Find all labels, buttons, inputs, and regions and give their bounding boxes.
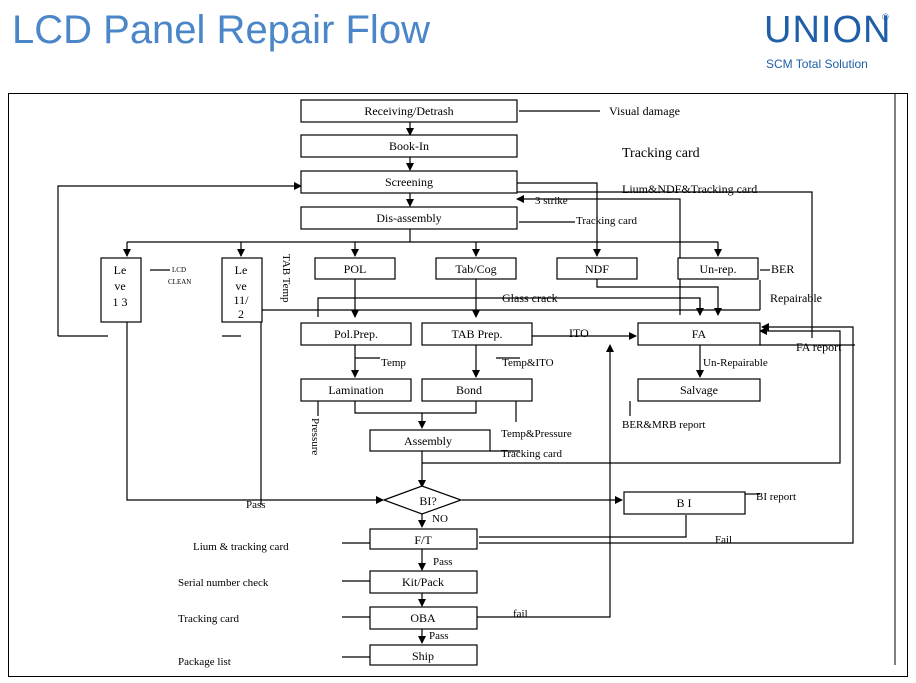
fa-box [637, 322, 761, 346]
tab-prep-box [421, 322, 533, 346]
kit-pack-label: Kit/Pack [402, 575, 444, 589]
ft-label: F/T [414, 533, 432, 547]
company-logo: UNION ® SCM Total Solution [764, 10, 894, 76]
level13-label-1: Le [114, 263, 127, 277]
ship-box [369, 644, 478, 666]
level112-label-2: ve [235, 279, 246, 293]
temp-ito-label: Temp&ITO [502, 357, 554, 369]
fail-label-1: Fail [715, 534, 732, 546]
three-strike-label: 3 strike [535, 195, 568, 207]
level112-label-1: Le [235, 263, 248, 277]
receiving-box [300, 99, 518, 123]
level13-box [100, 257, 142, 323]
registered-mark-icon: ® [882, 12, 889, 22]
visual-damage-label: Visual damage [609, 104, 680, 118]
oba-label: OBA [410, 611, 436, 625]
ito-label: ITO [569, 326, 589, 340]
logo-wordmark: UNION [764, 9, 892, 51]
repairable-label: Repairable [770, 291, 822, 305]
screening-box [300, 170, 518, 194]
screening-label: Screening [385, 175, 433, 189]
logo-subtitle: SCM Total Solution [766, 57, 868, 71]
level112-label-3: 11/ [234, 293, 250, 307]
salvage-label: Salvage [680, 383, 718, 397]
bi-report-label: BI report [756, 491, 796, 503]
lamination-label: Lamination [328, 383, 383, 397]
tracking-card-label-1: Tracking card [622, 146, 700, 161]
lcd-label: LCD [172, 266, 186, 274]
ber-label: BER [771, 262, 794, 276]
process-boxes [100, 99, 761, 666]
lium-tracking-label: Lium & tracking card [193, 541, 289, 553]
lium-ndf-label: Lium&NDF&Tracking card [622, 182, 757, 196]
pol-label: POL [344, 262, 367, 276]
assembly-label: Assembly [404, 434, 452, 448]
salvage-box [637, 378, 761, 402]
glass-crack-label: Glass crack [502, 291, 558, 305]
receiving-label: Receiving/Detrash [364, 104, 453, 118]
serial-check-label: Serial number check [178, 577, 269, 589]
bi-label: B I [677, 496, 692, 510]
kit-pack-box [369, 570, 478, 594]
un-rep-label: Un-rep. [700, 262, 737, 276]
bond-label: Bond [456, 383, 482, 397]
tab-cog-box [435, 257, 517, 280]
level112-box [221, 257, 263, 323]
temp-pressure-label: Temp&Pressure [501, 428, 572, 440]
book-in-box [300, 134, 518, 158]
ber-mrb-label: BER&MRB report [622, 419, 705, 431]
bi-box [623, 491, 746, 515]
tab-temp-label: TAB Temp [280, 254, 292, 303]
no-label: NO [432, 513, 448, 525]
fa-report-label: FA report [796, 340, 842, 354]
box-labels: Receiving/Detrash Book-In Screening Dis-… [113, 104, 737, 663]
fail-label-2: fail [513, 608, 528, 620]
book-in-label: Book-In [389, 139, 429, 153]
ft-box [369, 528, 478, 550]
pass-label-3: Pass [429, 630, 449, 642]
tracking-card-label-3: Tracking card [501, 448, 562, 460]
bond-box [421, 378, 533, 402]
dis-assembly-label: Dis-assembly [376, 211, 441, 225]
connector-lines [57, 110, 855, 658]
fa-label: FA [692, 327, 707, 341]
assembly-box [369, 429, 491, 452]
pol-prep-box [300, 322, 412, 346]
dis-assembly-box [300, 206, 518, 230]
tracking-card-label-4: Tracking card [178, 613, 239, 625]
un-repairable-label: Un-Repairable [703, 357, 768, 369]
level13-label-3: 1 3 [113, 295, 128, 309]
bi-decision-diamond [382, 485, 463, 515]
annotation-labels: Visual damage Tracking card Lium&NDF&Tra… [168, 104, 842, 668]
tab-prep-label: TAB Prep. [451, 327, 502, 341]
ndf-box [556, 257, 638, 280]
lamination-box [300, 378, 412, 402]
pol-prep-label: Pol.Prep. [334, 327, 378, 341]
pass-label-2: Pass [433, 556, 453, 568]
pass-label-1: Pass [246, 499, 266, 511]
level112-label-4: 2 [238, 307, 244, 321]
tracking-card-label-2: Tracking card [576, 215, 637, 227]
diagram-frame [8, 93, 908, 677]
bi-decision-label: BI? [419, 494, 436, 508]
clean-label: CLEAN [168, 278, 191, 286]
level13-label-2: ve [114, 279, 125, 293]
un-rep-box [677, 257, 759, 280]
tab-cog-label: Tab/Cog [455, 262, 496, 276]
pressure-label: Pressure [309, 418, 321, 455]
ship-label: Ship [412, 649, 434, 663]
ndf-label: NDF [585, 262, 609, 276]
oba-box [369, 606, 478, 630]
pol-box [314, 257, 396, 280]
temp-label: Temp [381, 357, 406, 369]
package-list-label: Package list [178, 656, 231, 668]
page-title: LCD Panel Repair Flow [12, 8, 430, 52]
